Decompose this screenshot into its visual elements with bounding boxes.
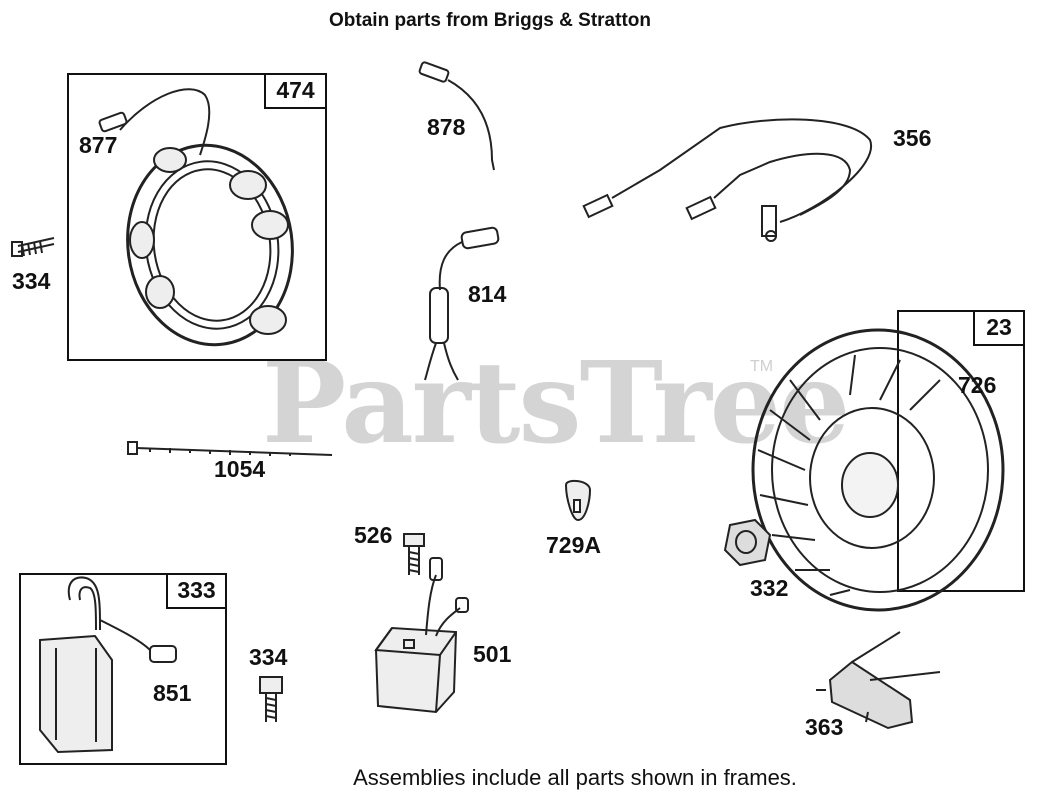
wire-814-drawing <box>424 226 500 381</box>
part-label-1054[interactable]: 1054 <box>214 456 266 482</box>
frames-note: Assemblies include all parts shown in fr… <box>353 765 797 790</box>
part-label-877[interactable]: 877 <box>79 132 118 158</box>
part-label-363[interactable]: 363 <box>805 714 844 740</box>
part-label-334-lower[interactable]: 334 <box>249 644 288 670</box>
part-label-501[interactable]: 501 <box>473 641 512 667</box>
part-label-729a[interactable]: 729A <box>546 532 601 558</box>
armature-333-drawing <box>39 576 177 754</box>
frame-474-tag[interactable]: 474 <box>264 73 327 109</box>
grommet-729a-drawing <box>564 479 592 522</box>
module-501-drawing <box>374 557 469 714</box>
wire-878-drawing <box>418 61 495 171</box>
part-label-334-upper[interactable]: 334 <box>12 268 51 294</box>
bolt-526-drawing <box>403 533 425 575</box>
part-label-356[interactable]: 356 <box>893 125 932 151</box>
flywheel-23-drawing <box>751 328 1005 612</box>
part-label-878[interactable]: 878 <box>427 114 466 140</box>
watermark: PartsTree <box>262 338 850 469</box>
frame-23-tag[interactable]: 23 <box>973 310 1025 346</box>
part-label-814[interactable]: 814 <box>468 281 507 307</box>
bolt-334-upper-drawing <box>11 237 55 257</box>
frame-333-tag[interactable]: 333 <box>166 573 227 609</box>
stator-ring-474-drawing <box>98 88 294 347</box>
part-label-526[interactable]: 526 <box>354 522 393 548</box>
wire-harness-356-drawing <box>582 118 873 242</box>
frame-333 <box>19 573 227 765</box>
bracket-363-drawing <box>816 631 941 730</box>
wire-tie-1054-drawing <box>127 441 333 456</box>
frame-474 <box>67 73 327 361</box>
part-label-726[interactable]: 726 <box>958 372 997 398</box>
part-label-332[interactable]: 332 <box>750 575 789 601</box>
diagram-title: Obtain parts from Briggs & Stratton <box>329 10 651 31</box>
part-label-851[interactable]: 851 <box>153 680 192 706</box>
frame-23 <box>897 310 1025 592</box>
nut-332-drawing <box>723 518 772 567</box>
bolt-334-lower-drawing <box>259 676 283 722</box>
watermark-trademark: TM <box>750 358 774 375</box>
